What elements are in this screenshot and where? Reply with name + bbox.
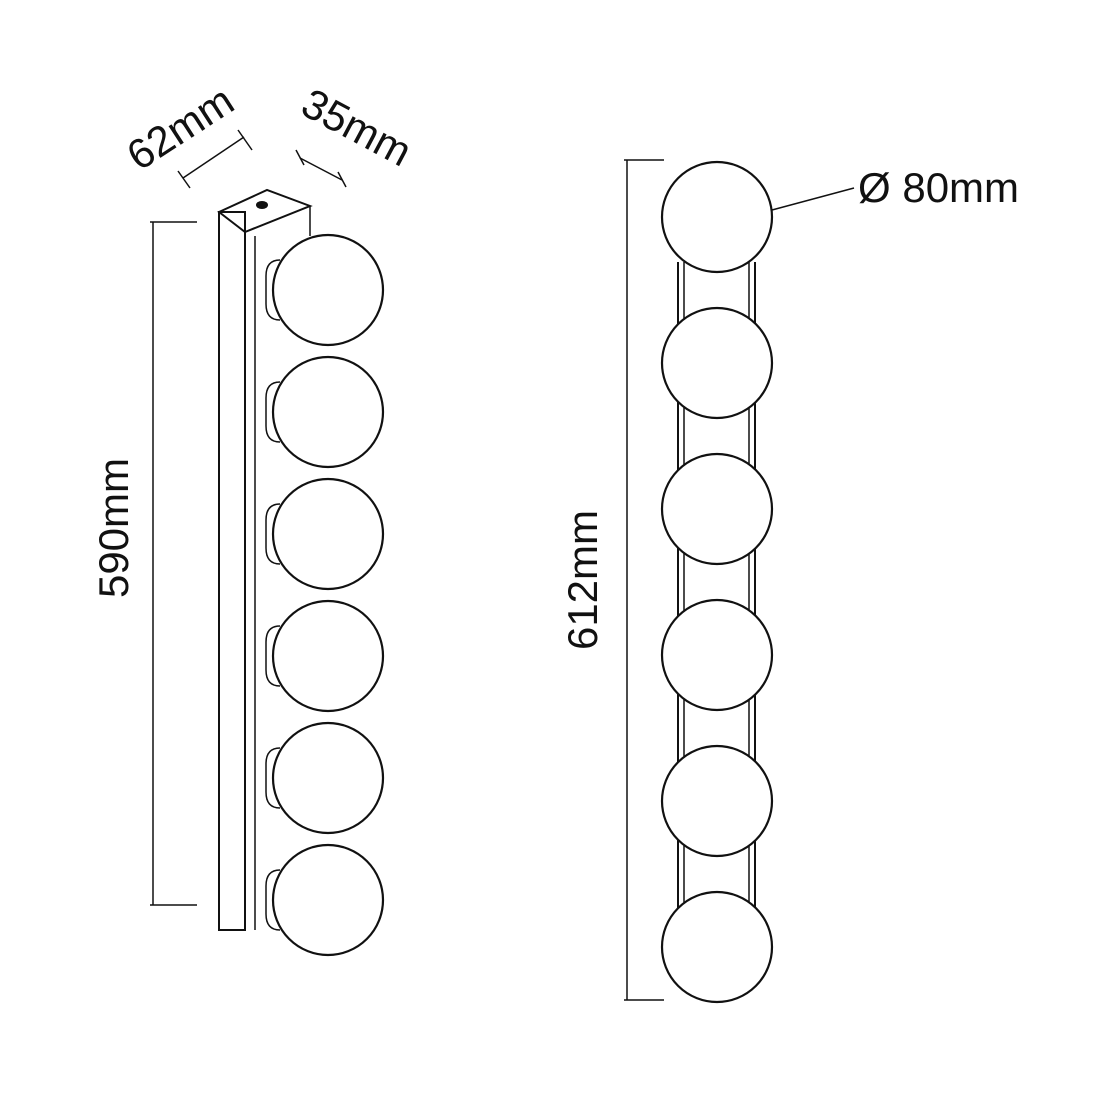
diameter-leader-line	[771, 187, 855, 211]
front-height-label: 612mm	[559, 510, 606, 650]
front-view: 612mm Ø 80mm	[559, 159, 1019, 1004]
side-globe-socket	[265, 747, 281, 809]
front-globe	[660, 598, 774, 712]
side-globe-socket	[265, 259, 281, 321]
side-globes	[265, 233, 385, 957]
front-globes	[660, 160, 774, 1004]
side-globe-socket	[265, 869, 281, 931]
side-globe-socket	[265, 503, 281, 565]
offset-dimension-line	[299, 157, 343, 181]
side-globe	[271, 721, 385, 835]
front-globe	[660, 160, 774, 274]
side-view: 590mm 62mm 35mm	[90, 76, 419, 957]
depth-dimension-tick-left	[177, 170, 191, 189]
front-globe	[660, 452, 774, 566]
side-globe-socket	[265, 381, 281, 443]
depth-dimension-line	[182, 136, 245, 179]
offset-dimension-tick-left	[295, 149, 305, 166]
side-globe	[271, 355, 385, 469]
side-globe	[271, 843, 385, 957]
offset-dimension-tick-right	[337, 171, 347, 188]
side-offset-label: 35mm	[294, 79, 419, 175]
side-globe	[271, 477, 385, 591]
side-depth-label: 62mm	[118, 76, 241, 179]
front-globe	[660, 306, 774, 420]
side-globe-socket	[265, 625, 281, 687]
front-globe	[660, 744, 774, 858]
front-diameter-label: Ø 80mm	[858, 164, 1019, 211]
mounting-hole	[256, 201, 268, 209]
front-globe	[660, 890, 774, 1004]
side-globe	[271, 599, 385, 713]
side-globe	[271, 233, 385, 347]
backplate-front-face	[218, 211, 246, 931]
depth-dimension-tick-right	[237, 129, 253, 151]
side-height-label: 590mm	[90, 458, 137, 598]
